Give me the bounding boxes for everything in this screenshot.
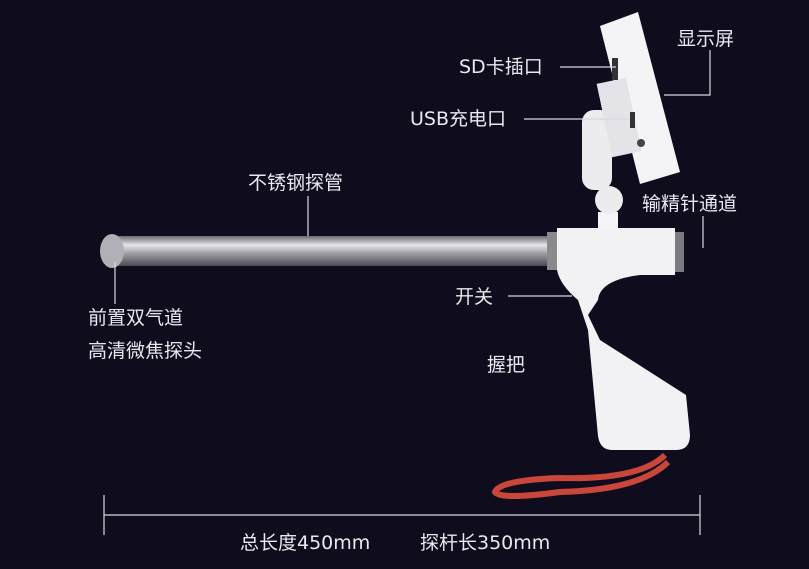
total-length: 总长度450mm [240, 532, 371, 554]
wrist-strap [491, 452, 671, 499]
label-steel-tube: 不锈钢探管 [248, 172, 344, 194]
probe-length: 探杆长350mm [420, 532, 551, 554]
display-screen [596, 12, 680, 184]
label-grip: 握把 [487, 354, 526, 376]
label-usb-port: USB充电口 [410, 108, 507, 130]
label-probe-line1: 前置双气道 [88, 307, 184, 329]
label-semen-channel: 输精针通道 [642, 193, 738, 215]
label-display: 显示屏 [677, 28, 735, 50]
leader-lines [103, 50, 711, 535]
hinge-arm [582, 110, 623, 214]
handle [557, 228, 690, 450]
label-probe-line2: 高清微焦探头 [88, 340, 203, 362]
steel-tube [100, 234, 555, 268]
collar-left [547, 232, 559, 270]
needle-port [598, 212, 618, 230]
label-switch: 开关 [455, 286, 494, 308]
label-sd-slot: SD卡插口 [459, 56, 543, 78]
